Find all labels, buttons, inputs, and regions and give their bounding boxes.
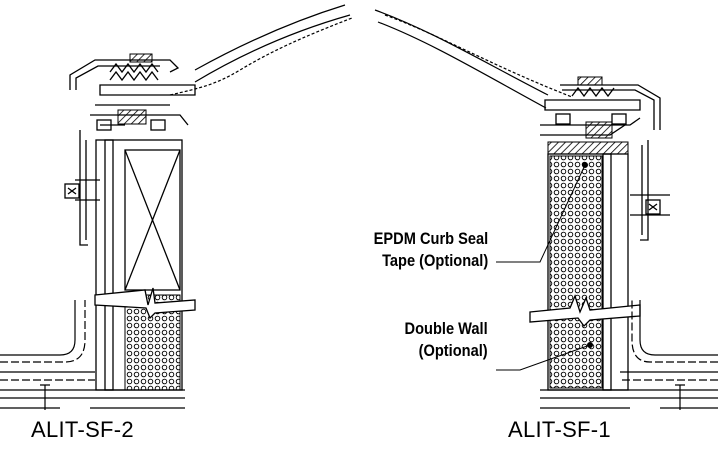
right-break-line (529, 294, 641, 327)
right-gasket-block (585, 121, 613, 139)
right-frame-profile (540, 84, 670, 241)
epdm-curb-seal-label: EPDM Curb Seal Tape (Optional) (373, 228, 488, 272)
double-wall-label: Double Wall (Optional) (405, 318, 488, 362)
left-frame-profile (64, 59, 196, 246)
epdm-label-line1: EPDM Curb Seal (373, 229, 488, 248)
callout-leader-lines (496, 162, 593, 371)
epdm-seal-tape (547, 141, 629, 155)
caption-alit-sf-2: ALIT-SF-2 (31, 417, 134, 442)
dome-glazing-right (374, 9, 573, 109)
left-top-gasket (129, 53, 153, 63)
right-top-gasket (577, 76, 603, 86)
right-seal-zigzag (571, 86, 615, 98)
left-roof-flashing (0, 300, 185, 410)
double-wall-label-line1: Double Wall (404, 319, 488, 338)
caption-alit-sf-1: ALIT-SF-1 (508, 417, 611, 442)
left-break-line (94, 287, 196, 320)
right-roof-flashing (540, 300, 718, 410)
dome-glazing-left (169, 4, 353, 96)
right-insulation-fill (549, 155, 603, 389)
double-wall-label-line2: (Optional) (418, 341, 488, 360)
left-gasket-block (117, 109, 147, 125)
left-seal-zigzag (109, 62, 159, 82)
epdm-label-line2: Tape (Optional) (381, 251, 488, 270)
